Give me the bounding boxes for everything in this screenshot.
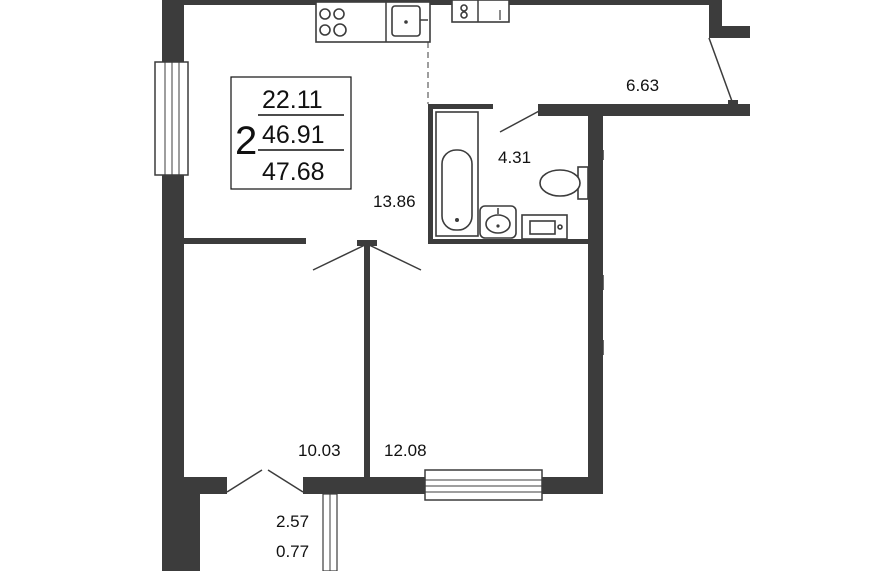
hall-corridor-wall: [538, 104, 750, 116]
top-outer-wall: [162, 0, 722, 5]
washbasin-icon: [479, 205, 517, 239]
hall-door-swing: [708, 37, 738, 106]
bathroom-top-wall-left: [428, 104, 493, 109]
balcony-door-swing: [226, 469, 304, 493]
bathtub-icon: [435, 111, 479, 237]
apartment-summary: 2 22.11 46.91 47.68: [230, 76, 352, 190]
bathroom-door-swing: [499, 109, 542, 133]
total-area-value: 46.91: [262, 121, 325, 149]
top-right-wall-ledge: [709, 26, 750, 38]
toilet-icon: [539, 166, 589, 200]
bedroom-doors-swing: [312, 240, 422, 271]
right-outer-wall: [588, 104, 603, 494]
left-window: [154, 61, 189, 176]
kitchen-sink-icon: [391, 5, 428, 37]
bedroom-right-area-label: 12.08: [384, 441, 427, 460]
stove-icon: [319, 8, 347, 37]
total-area-with-balcony-value: 47.68: [262, 158, 325, 186]
bedroom-partition-top: [184, 238, 306, 244]
kitchen-area-label: 13.86: [373, 192, 416, 211]
balcony-reduced-area-label: 0.77: [276, 542, 309, 561]
living-area-value: 22.11: [262, 86, 323, 114]
bedroom-partition-middle: [364, 244, 370, 480]
washing-machine-icon: [521, 214, 568, 240]
hall-area-label: 6.63: [626, 76, 659, 95]
rooms-count: 2: [235, 119, 257, 163]
bathroom-bottom-wall: [428, 239, 593, 244]
bottom-outer-wall-left: [162, 477, 227, 494]
balcony-left-wall: [180, 494, 200, 571]
bottom-window: [424, 469, 543, 501]
balcony-door-glazing: [322, 493, 338, 571]
bedroom-left-area-label: 10.03: [298, 441, 341, 460]
balcony-area-label: 2.57: [276, 512, 309, 531]
appliance-box: [451, 0, 510, 23]
bathroom-left-wall: [428, 104, 433, 244]
bathroom-area-label: 4.31: [498, 148, 531, 167]
